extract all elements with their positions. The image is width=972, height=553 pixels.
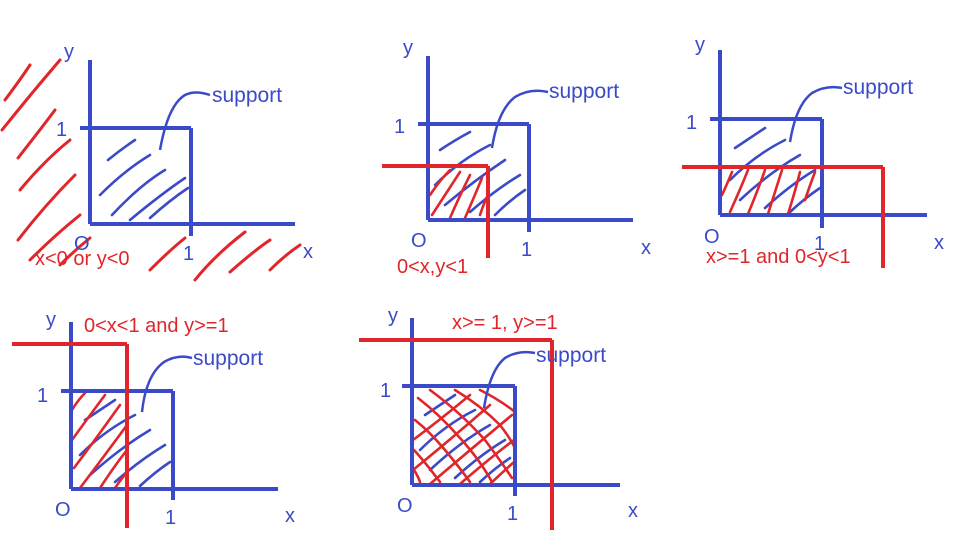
support-label: support bbox=[193, 347, 263, 370]
support-pointer bbox=[788, 85, 843, 143]
y-axis-label: y bbox=[64, 41, 74, 63]
support-label: support bbox=[843, 76, 913, 99]
x-tick-1: 1 bbox=[507, 503, 518, 525]
red-boundary bbox=[359, 338, 554, 530]
axes bbox=[402, 318, 620, 496]
y-axis-label: y bbox=[403, 37, 413, 59]
x-axis-label: x bbox=[641, 237, 651, 259]
y-axis-label: y bbox=[46, 309, 56, 331]
origin-label: O bbox=[74, 233, 90, 255]
panel-5: y x O 1 1 support x>= 1, y>=1 bbox=[359, 305, 638, 530]
red-hatch-region bbox=[71, 391, 127, 489]
origin-label: O bbox=[704, 226, 720, 248]
region-label: 0<x,y<1 bbox=[397, 256, 468, 278]
axes bbox=[80, 60, 295, 236]
red-hatch-region bbox=[412, 388, 515, 485]
red-boundary bbox=[12, 342, 129, 528]
region-label: x>=1 and 0<y<1 bbox=[706, 246, 851, 268]
support-hatch bbox=[418, 393, 512, 484]
red-hatch-outside bbox=[0, 58, 302, 282]
x-axis-label: x bbox=[285, 505, 295, 527]
red-boundary bbox=[682, 165, 885, 268]
x-axis-label: x bbox=[303, 241, 313, 263]
support-pointer bbox=[482, 350, 536, 409]
support-pointer bbox=[490, 89, 549, 149]
x-tick-1: 1 bbox=[183, 243, 194, 265]
x-tick-1: 1 bbox=[814, 233, 825, 255]
red-hatch-region bbox=[720, 168, 817, 215]
axes bbox=[710, 50, 927, 228]
y-tick-1: 1 bbox=[394, 116, 405, 138]
panel-4: y x O 1 1 support 0<x<1 and y>=1 bbox=[12, 309, 295, 529]
region-label: 0<x<1 and y>=1 bbox=[84, 315, 229, 337]
support-pointer bbox=[158, 91, 211, 151]
support-hatch bbox=[98, 138, 190, 222]
region-label: x<0 or y<0 bbox=[35, 248, 130, 270]
x-axis-label: x bbox=[628, 500, 638, 522]
support-pointer bbox=[140, 355, 193, 413]
panel-1: y x O 1 1 support x<0 or y<0 bbox=[0, 41, 313, 282]
support-label: support bbox=[212, 84, 282, 107]
support-label: support bbox=[549, 80, 619, 103]
x-tick-1: 1 bbox=[165, 507, 176, 529]
origin-label: O bbox=[55, 499, 71, 521]
origin-label: O bbox=[411, 230, 427, 252]
y-axis-label: y bbox=[388, 305, 398, 327]
x-tick-1: 1 bbox=[521, 239, 532, 261]
axes bbox=[418, 56, 633, 232]
panel-3: y x O 1 1 support x>=1 and 0<y<1 bbox=[682, 34, 944, 268]
axes bbox=[61, 322, 278, 500]
y-tick-1: 1 bbox=[37, 385, 48, 407]
y-tick-1: 1 bbox=[380, 380, 391, 402]
support-hatch bbox=[433, 130, 527, 217]
region-label: x>= 1, y>=1 bbox=[452, 312, 558, 334]
x-axis-label: x bbox=[934, 232, 944, 254]
support-label: support bbox=[536, 344, 606, 367]
y-axis-label: y bbox=[695, 34, 705, 56]
y-tick-1: 1 bbox=[686, 112, 697, 134]
panel-2: y x O 1 1 support 0<x,y<1 bbox=[382, 37, 651, 278]
y-tick-1: 1 bbox=[56, 119, 67, 141]
origin-label: O bbox=[397, 495, 413, 517]
red-boundary bbox=[382, 164, 490, 258]
